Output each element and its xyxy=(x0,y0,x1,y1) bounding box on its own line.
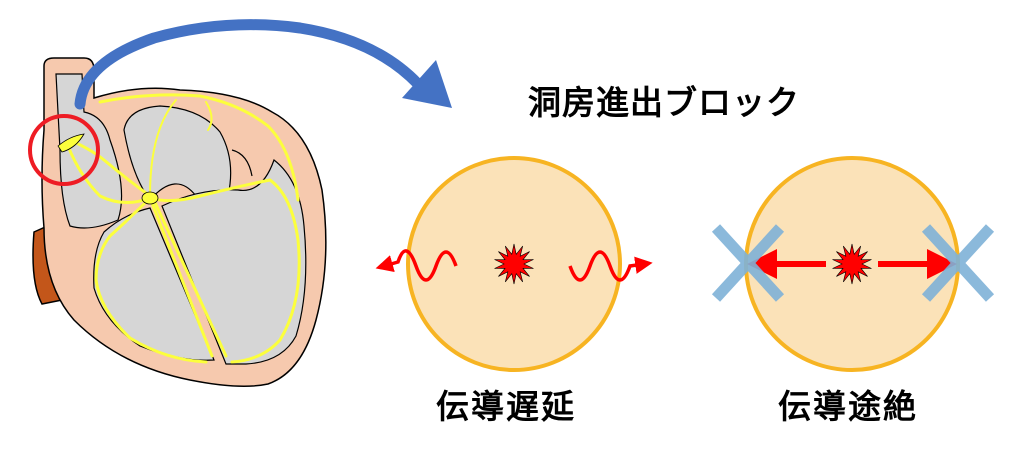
sa-node xyxy=(57,133,85,153)
delayed-wave-right xyxy=(568,250,653,282)
block-x-icon xyxy=(921,224,995,302)
panel-label-block: 伝導途絶 xyxy=(778,387,918,426)
panel-label-delay: 伝導遅延 xyxy=(436,387,576,426)
conduction-system xyxy=(66,93,301,364)
delayed-wave-left xyxy=(375,249,458,282)
impulse-star-icon xyxy=(494,243,534,285)
heart-illustration xyxy=(28,57,327,387)
panel-conduction-delay xyxy=(375,156,653,372)
block-x-icon xyxy=(711,224,785,302)
panel-conduction-block xyxy=(711,156,995,372)
av-node xyxy=(141,191,159,205)
diagram-title: 洞房進出ブロック xyxy=(528,83,800,122)
curved-arrow-icon xyxy=(74,19,452,110)
impulse-star-icon xyxy=(832,243,872,285)
sa-node-highlight-ring xyxy=(28,114,100,186)
left-ventricle xyxy=(161,159,307,365)
